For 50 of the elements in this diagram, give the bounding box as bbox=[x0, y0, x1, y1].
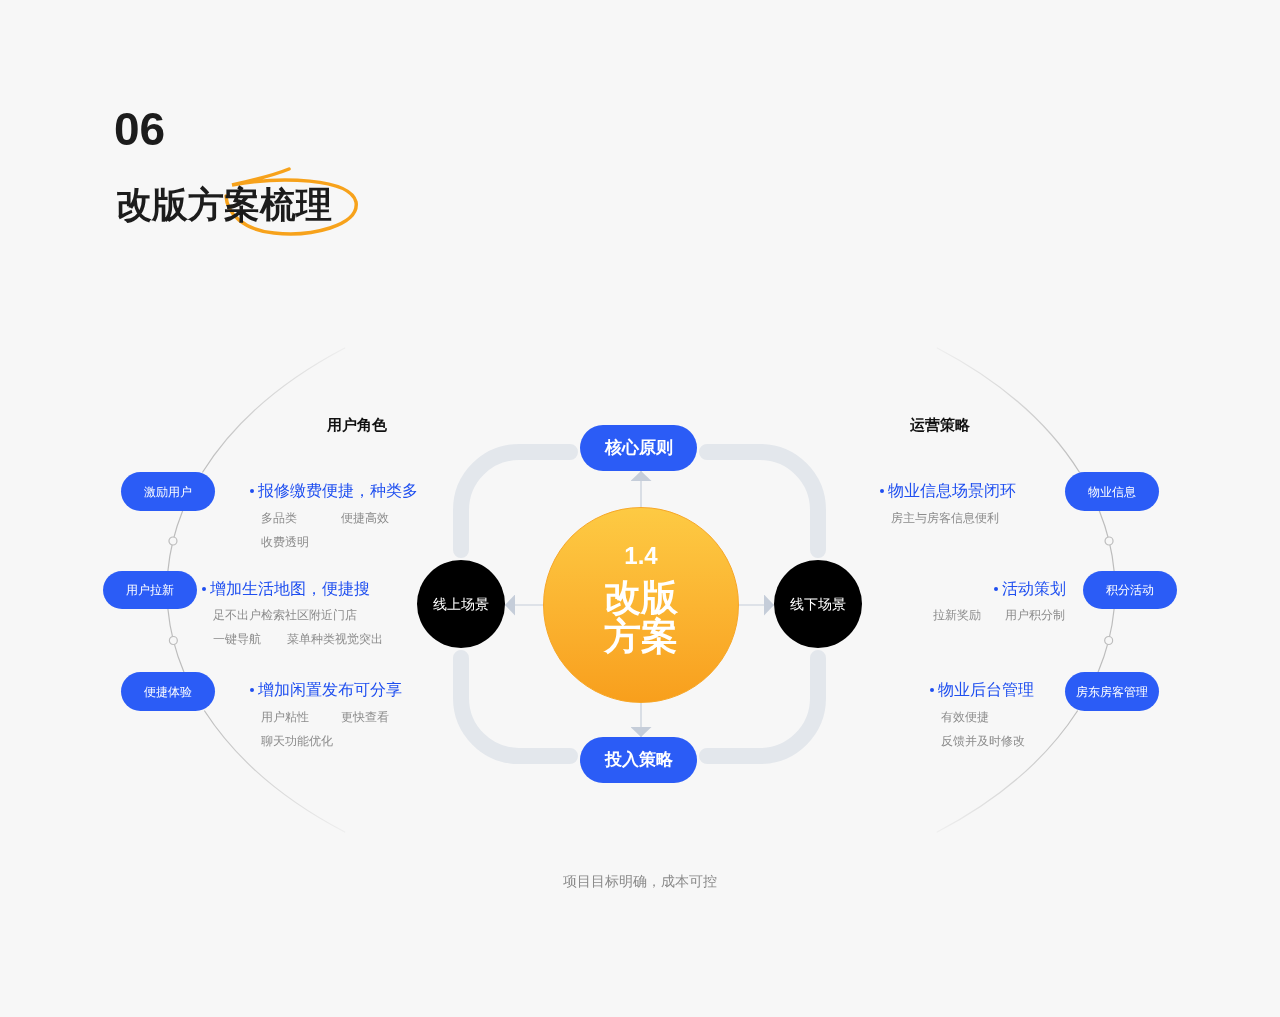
caption: 项目目标明确，成本可控 bbox=[563, 872, 717, 891]
bullet-heading: 活动策划 bbox=[1002, 579, 1066, 599]
bracket-connector bbox=[699, 444, 826, 558]
arc-connector bbox=[167, 510, 184, 572]
arc-connector bbox=[167, 608, 185, 673]
feature-note: 有效便捷 bbox=[941, 710, 989, 724]
feature-note: 足不出户检索社区附近门店 bbox=[213, 608, 357, 622]
feature-note: 多品类 bbox=[261, 511, 297, 525]
hub-title: 改版方案 bbox=[603, 578, 679, 656]
arrow bbox=[504, 594, 544, 616]
arrow bbox=[630, 470, 652, 508]
bullet-heading: 物业后台管理 bbox=[938, 680, 1034, 700]
feature-note: 收费透明 bbox=[261, 535, 309, 549]
tag-pill: 物业信息 bbox=[1065, 472, 1159, 511]
arc-connector bbox=[1097, 608, 1115, 673]
bullet-heading: 增加生活地图，便捷搜 bbox=[210, 579, 370, 599]
feature-note: 便捷高效 bbox=[341, 511, 389, 525]
arc-connector bbox=[936, 710, 1078, 833]
feature-note: 菜单种类视觉突出 bbox=[287, 632, 383, 646]
bullet-heading: 增加闲置发布可分享 bbox=[258, 680, 402, 700]
arc-connector bbox=[1098, 510, 1115, 572]
group-heading: 运营策略 bbox=[910, 415, 970, 435]
arrow bbox=[630, 702, 652, 738]
feature-note: 更快查看 bbox=[341, 710, 389, 724]
bracket-connector bbox=[453, 444, 578, 558]
arc-connector bbox=[204, 710, 346, 833]
version-number: 1.4 bbox=[624, 542, 658, 570]
bullet-heading: 物业信息场景闭环 bbox=[888, 481, 1016, 501]
arc-connector bbox=[202, 347, 346, 473]
tag-pill: 激励用户 bbox=[121, 472, 215, 511]
feature-note: 用户粘性 bbox=[261, 710, 309, 724]
feature-note: 拉新奖励 bbox=[933, 608, 981, 622]
bullet-heading: 报修缴费便捷，种类多 bbox=[258, 481, 418, 501]
section-number: 06 bbox=[114, 106, 166, 152]
arrow bbox=[738, 594, 775, 616]
arc-connector bbox=[936, 347, 1080, 473]
tag-pill: 用户拉新 bbox=[103, 571, 197, 609]
bracket-connector bbox=[699, 650, 826, 764]
group-heading: 用户角色 bbox=[327, 415, 387, 435]
feature-note: 用户积分制 bbox=[1005, 608, 1065, 622]
topic-pill: 核心原则 bbox=[580, 425, 697, 471]
feature-note: 一键导航 bbox=[213, 632, 261, 646]
feature-note: 房主与房客信息便利 bbox=[891, 511, 999, 525]
tag-pill: 便捷体验 bbox=[121, 672, 215, 711]
tag-pill: 房东房客管理 bbox=[1065, 672, 1159, 711]
bracket-connector bbox=[453, 650, 578, 764]
topic-pill: 投入策略 bbox=[580, 737, 697, 783]
tag-pill: 积分活动 bbox=[1083, 571, 1177, 609]
feature-note: 聊天功能优化 bbox=[261, 734, 333, 748]
feature-note: 反馈并及时修改 bbox=[941, 734, 1025, 748]
